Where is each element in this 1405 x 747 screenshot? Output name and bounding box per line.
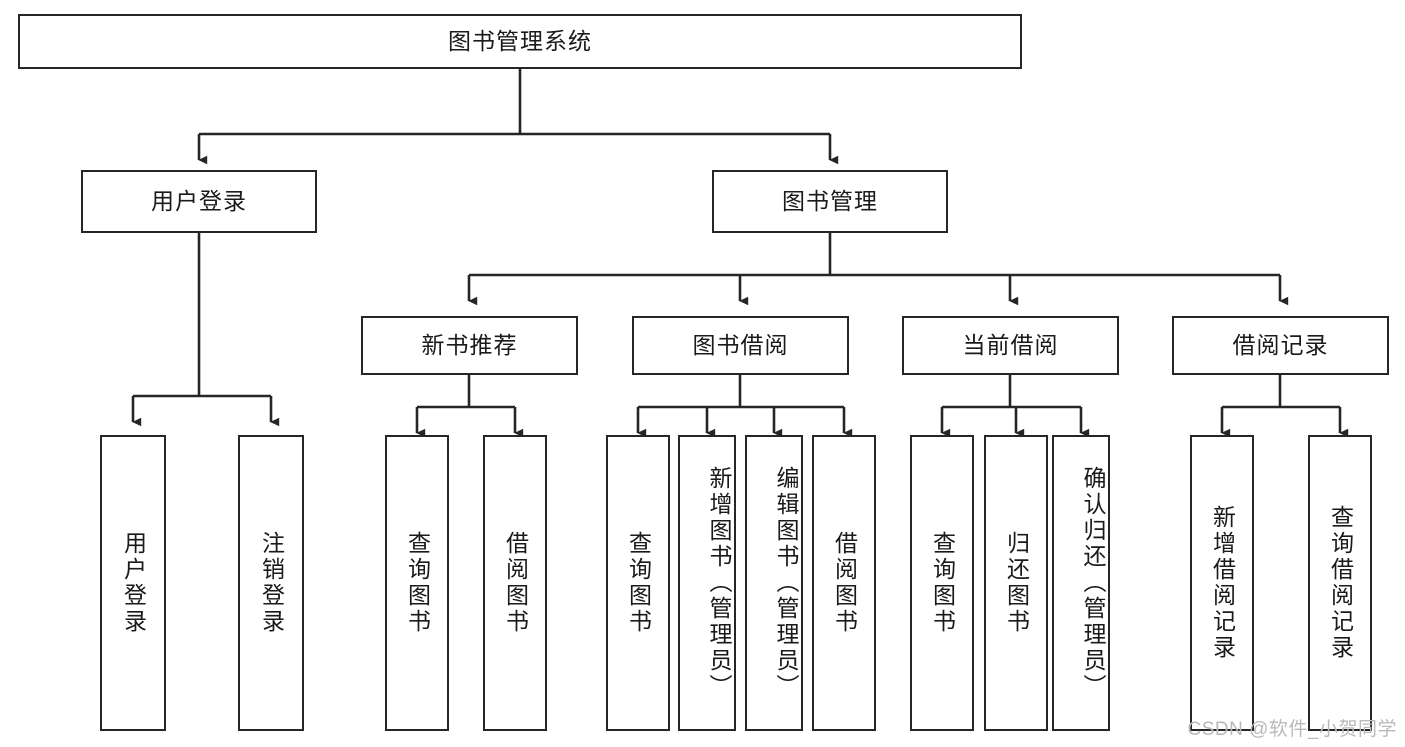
node-leaf-edit-book-admin[interactable]: 编辑图书（管理员） xyxy=(745,435,803,731)
node-leaf-add-borrow-record-label: 新增借阅记录 xyxy=(1209,505,1236,661)
node-leaf-confirm-return-admin[interactable]: 确认归还（管理员） xyxy=(1052,435,1110,731)
node-user-login[interactable]: 用户登录 xyxy=(81,170,317,233)
node-new-book-recommend[interactable]: 新书推荐 xyxy=(361,316,578,375)
node-leaf-confirm-return-admin-label: 确认归还（管理员） xyxy=(1080,466,1106,700)
node-book-borrow[interactable]: 图书借阅 xyxy=(632,316,849,375)
node-borrow-record[interactable]: 借阅记录 xyxy=(1172,316,1389,375)
node-leaf-add-book-admin[interactable]: 新增图书（管理员） xyxy=(678,435,736,731)
node-leaf-query-book-1-label: 查询图书 xyxy=(404,531,431,635)
node-user-login-label: 用户登录 xyxy=(151,187,247,214)
node-leaf-edit-book-admin-label: 编辑图书（管理员） xyxy=(773,466,799,700)
node-leaf-query-book-3-label: 查询图书 xyxy=(929,531,956,635)
node-leaf-borrow-book-2-label: 借阅图书 xyxy=(831,531,858,635)
watermark-text: CSDN @软件_小贺同学 xyxy=(1187,719,1397,740)
node-borrow-record-label: 借阅记录 xyxy=(1232,331,1329,358)
node-leaf-user-login[interactable]: 用户登录 xyxy=(100,435,166,731)
node-book-management-label: 图书管理 xyxy=(782,187,878,214)
node-new-book-recommend-label: 新书推荐 xyxy=(421,331,518,358)
node-book-borrow-label: 图书借阅 xyxy=(692,331,789,358)
node-leaf-borrow-book-1-label: 借阅图书 xyxy=(502,531,529,635)
node-leaf-query-borrow-record[interactable]: 查询借阅记录 xyxy=(1308,435,1372,731)
node-root[interactable]: 图书管理系统 xyxy=(18,14,1022,69)
node-leaf-query-book-2-label: 查询图书 xyxy=(625,531,652,635)
node-leaf-query-book-2[interactable]: 查询图书 xyxy=(606,435,670,731)
node-leaf-logout-login-label: 注销登录 xyxy=(258,531,285,635)
node-root-label: 图书管理系统 xyxy=(448,27,592,54)
node-leaf-return-book[interactable]: 归还图书 xyxy=(984,435,1048,731)
node-leaf-query-book-3[interactable]: 查询图书 xyxy=(910,435,974,731)
node-leaf-query-book-1[interactable]: 查询图书 xyxy=(385,435,449,731)
node-current-borrow-label: 当前借阅 xyxy=(962,331,1059,358)
node-current-borrow[interactable]: 当前借阅 xyxy=(902,316,1119,375)
node-leaf-logout-login[interactable]: 注销登录 xyxy=(238,435,304,731)
node-leaf-borrow-book-2[interactable]: 借阅图书 xyxy=(812,435,876,731)
node-leaf-add-borrow-record[interactable]: 新增借阅记录 xyxy=(1190,435,1254,731)
node-book-management[interactable]: 图书管理 xyxy=(712,170,948,233)
node-leaf-user-login-label: 用户登录 xyxy=(120,531,147,635)
node-leaf-borrow-book-1[interactable]: 借阅图书 xyxy=(483,435,547,731)
node-leaf-return-book-label: 归还图书 xyxy=(1003,531,1030,635)
node-leaf-query-borrow-record-label: 查询借阅记录 xyxy=(1327,505,1354,661)
node-leaf-add-book-admin-label: 新增图书（管理员） xyxy=(706,466,732,700)
